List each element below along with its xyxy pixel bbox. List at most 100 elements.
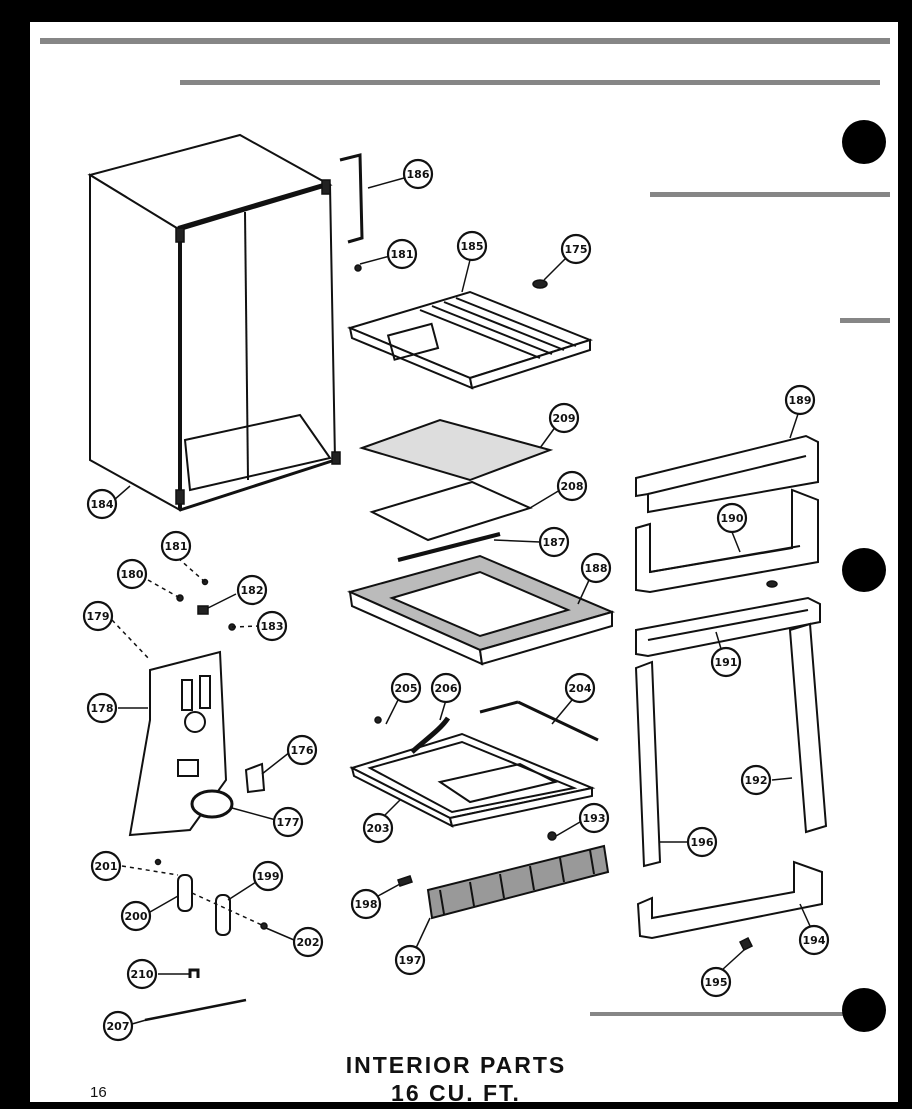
svg-text:180: 180 [121, 568, 144, 581]
svg-text:200: 200 [125, 910, 148, 923]
callout-190: 190 [716, 502, 748, 534]
callout-202: 202 [292, 926, 324, 958]
callout-197: 197 [394, 944, 426, 976]
bracket-182-part [197, 605, 209, 615]
door-shelf-189-part [635, 434, 819, 514]
page-number: 16 [90, 1084, 107, 1101]
callout-181-mid: 181 [160, 530, 192, 562]
binder-hole-bottom [842, 988, 886, 1032]
svg-text:193: 193 [583, 812, 606, 825]
hinge-199-part [215, 894, 231, 936]
callout-209: 209 [548, 402, 580, 434]
svg-text:207: 207 [107, 1020, 130, 1033]
binder-hole-middle [842, 548, 886, 592]
callout-207: 207 [102, 1010, 134, 1042]
svg-text:176: 176 [291, 744, 314, 757]
svg-text:183: 183 [261, 620, 284, 633]
crisper-frame-part [347, 554, 615, 666]
callout-200: 200 [120, 900, 152, 932]
callout-180-mid: 180 [116, 558, 148, 590]
svg-text:186: 186 [407, 168, 430, 181]
spring-206-part [410, 716, 451, 754]
callout-201: 201 [90, 850, 122, 882]
rod-204-part [479, 700, 519, 714]
svg-text:208: 208 [561, 480, 584, 493]
callout-188: 188 [580, 552, 612, 584]
svg-text:194: 194 [803, 934, 826, 947]
svg-text:181: 181 [165, 540, 188, 553]
clip-193-part [547, 831, 557, 841]
control-panel-part [128, 650, 266, 837]
svg-text:184: 184 [91, 498, 114, 511]
cabinet-liner-part [87, 133, 341, 512]
seal-strip-part [397, 532, 501, 562]
screw-201-part [154, 858, 162, 866]
callout-203: 203 [362, 812, 394, 844]
callout-210: 210 [126, 958, 158, 990]
screw-202-part [260, 922, 268, 930]
svg-text:206: 206 [435, 682, 458, 695]
rod-207-part [144, 998, 247, 1022]
clip-210-part [188, 968, 200, 978]
diagram-title: INTERIOR PARTS [345, 1052, 567, 1078]
callout-175: 175 [560, 233, 592, 265]
callout-194: 194 [798, 924, 830, 956]
callout-208: 208 [556, 470, 588, 502]
svg-text:201: 201 [95, 860, 118, 873]
svg-text:177: 177 [277, 816, 300, 829]
scan-noise-top [40, 38, 890, 44]
svg-text:198: 198 [355, 898, 378, 911]
callout-185: 185 [456, 230, 488, 262]
callout-183: 183 [256, 610, 288, 642]
svg-text:195: 195 [705, 976, 728, 989]
callout-204: 204 [564, 672, 596, 704]
svg-text:202: 202 [297, 936, 320, 949]
callout-177: 177 [272, 806, 304, 838]
svg-text:189: 189 [789, 394, 812, 407]
callout-199: 199 [252, 860, 284, 892]
callout-196: 196 [686, 826, 718, 858]
svg-text:175: 175 [565, 243, 588, 256]
svg-text:181: 181 [391, 248, 414, 261]
door-rail-192-part [788, 622, 828, 834]
callout-192: 192 [740, 764, 772, 796]
callout-186-top: 186 [402, 158, 434, 190]
screw-181-top-part [354, 264, 362, 272]
grille-part [426, 844, 610, 920]
callout-179-top: 179 [82, 600, 114, 632]
callout-182-mid: 182 [236, 574, 268, 606]
callout-189: 189 [784, 384, 816, 416]
callout-195: 195 [700, 966, 732, 998]
callout-198: 198 [350, 888, 382, 920]
svg-text:190: 190 [721, 512, 744, 525]
svg-text:203: 203 [367, 822, 390, 835]
callout-205: 205 [390, 672, 422, 704]
svg-text:179: 179 [87, 610, 110, 623]
binder-hole-top [842, 120, 886, 164]
svg-text:191: 191 [715, 656, 738, 669]
scan-noise-bottom [590, 1012, 880, 1016]
insulation-pad-part [358, 418, 554, 482]
svg-text:209: 209 [553, 412, 576, 425]
washer-180-part [176, 594, 184, 602]
svg-text:196: 196 [691, 836, 714, 849]
callout-176: 176 [286, 734, 318, 766]
leader-lines [111, 177, 811, 1025]
hinge-200-part [177, 874, 193, 912]
svg-text:178: 178 [91, 702, 114, 715]
svg-text:199: 199 [257, 870, 280, 883]
svg-text:197: 197 [399, 954, 422, 967]
svg-text:185: 185 [461, 240, 484, 253]
door-shelf-190-part [635, 488, 819, 594]
clip-door-part [766, 580, 778, 588]
freezer-plate-part [347, 290, 593, 390]
callout-184: 184 [86, 488, 118, 520]
callout-178: 178 [86, 692, 118, 724]
rod-204-end-part [517, 700, 599, 742]
door-shelf-194-part [636, 860, 823, 940]
screw-205-part [374, 716, 382, 724]
scan-noise-right-2 [840, 318, 890, 323]
gasket-strip-part [339, 153, 364, 244]
door-shelf-191-part [635, 596, 821, 658]
